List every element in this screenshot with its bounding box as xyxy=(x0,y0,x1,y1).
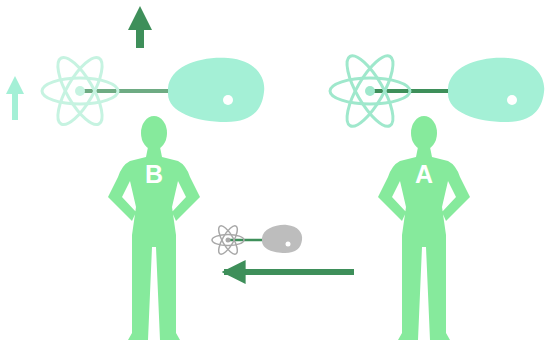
paddle-hole xyxy=(223,95,233,105)
person-figure: B xyxy=(106,115,202,340)
up-arrow-small xyxy=(6,76,24,120)
up-arrow-large xyxy=(128,6,152,48)
paddle-right xyxy=(448,58,544,122)
motion-arrow xyxy=(224,269,354,275)
person-label: B xyxy=(106,161,202,189)
person-figure: A xyxy=(376,115,472,340)
paddle-left xyxy=(168,58,264,122)
person-silhouette xyxy=(106,115,202,340)
paddle-hole xyxy=(507,95,517,105)
person-silhouette xyxy=(376,115,472,340)
atom-paddle-small xyxy=(212,223,302,256)
person-label: A xyxy=(376,161,472,189)
atom-paddle-right xyxy=(330,50,452,132)
